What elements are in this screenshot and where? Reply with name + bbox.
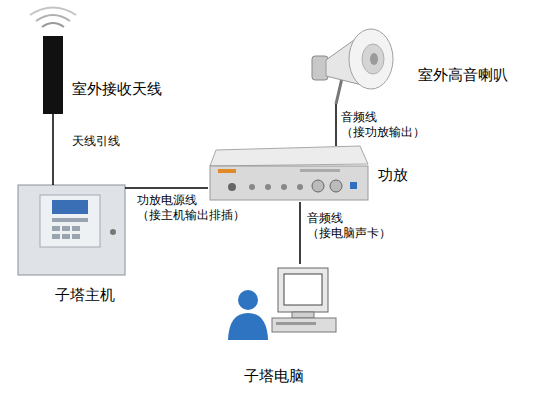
device-node: 室外接收天线 bbox=[40, 34, 66, 114]
cable-label: 功放电源线 （接主机输出排插） bbox=[137, 193, 147, 223]
computer-illustration bbox=[228, 268, 336, 340]
cable-label: 天线引线 bbox=[72, 134, 82, 149]
device-label: 子塔主机 bbox=[55, 286, 115, 304]
cable-line bbox=[299, 202, 301, 264]
cable-label: 音频线 （接电脑声卡） bbox=[307, 211, 317, 241]
device-node: 子塔电脑 bbox=[226, 264, 338, 342]
cable-line bbox=[335, 104, 337, 146]
amplifier-illustration bbox=[210, 146, 368, 200]
horn-speaker-illustration bbox=[312, 29, 393, 104]
antenna-illustration bbox=[30, 8, 76, 115]
device-label: 室外高音喇叭 bbox=[418, 66, 508, 84]
device-label: 室外接收天线 bbox=[72, 80, 162, 98]
device-label: 功放 bbox=[378, 166, 408, 184]
device-node: 室外高音喇叭 bbox=[310, 24, 400, 104]
host-cabinet-illustration bbox=[18, 185, 125, 275]
cable-line bbox=[125, 187, 208, 189]
device-label: 子塔电脑 bbox=[244, 367, 304, 385]
device-node: 功放 bbox=[208, 146, 370, 202]
cable-line bbox=[52, 114, 54, 185]
device-node: 子塔主机 bbox=[18, 185, 125, 275]
cable-label: 音频线 （接功放输出） bbox=[341, 110, 351, 140]
